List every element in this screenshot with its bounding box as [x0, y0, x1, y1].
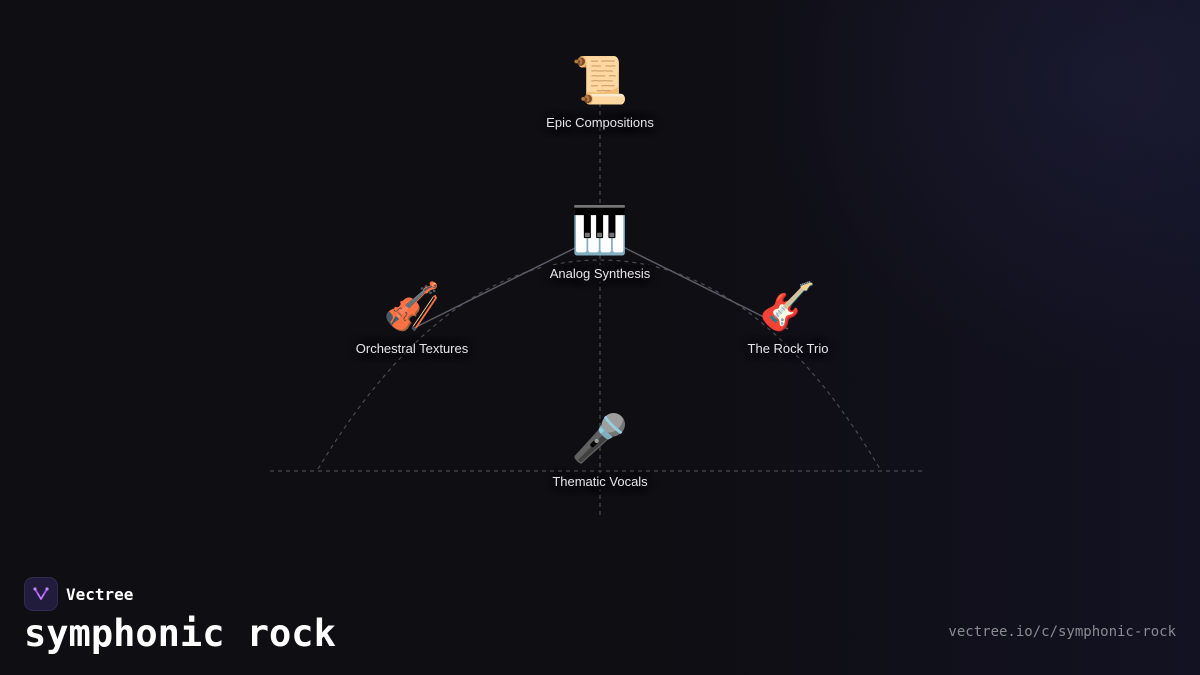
- vectree-logo-icon: [24, 577, 58, 611]
- page-title: symphonic rock: [24, 612, 336, 655]
- node-epic-compositions[interactable]: 📜 Epic Compositions: [500, 53, 700, 132]
- guitar-icon: 🎸: [759, 279, 817, 333]
- dashed-arc: [317, 259, 881, 470]
- scroll-icon: 📜: [571, 53, 629, 107]
- brand[interactable]: Vectree: [24, 577, 133, 611]
- piano-icon: 🎹: [571, 203, 629, 257]
- microphone-icon: 🎤: [571, 411, 629, 465]
- violin-icon: 🎻: [383, 279, 441, 333]
- page-url[interactable]: vectree.io/c/symphonic-rock: [948, 624, 1176, 640]
- node-label: Epic Compositions: [546, 115, 654, 130]
- node-orchestral-textures[interactable]: 🎻 Orchestral Textures: [312, 279, 512, 358]
- node-thematic-vocals[interactable]: 🎤 Thematic Vocals: [500, 411, 700, 491]
- connector-analog-orchestral: [411, 246, 578, 330]
- brand-name: Vectree: [66, 584, 134, 604]
- node-analog-synthesis[interactable]: 🎹 Analog Synthesis: [500, 203, 700, 283]
- node-label: Analog Synthesis: [543, 265, 657, 282]
- node-the-rock-trio[interactable]: 🎸 The Rock Trio: [688, 279, 888, 358]
- node-label: Orchestral Textures: [355, 341, 469, 356]
- connector-analog-rock: [622, 246, 789, 330]
- node-label: Thematic Vocals: [546, 473, 654, 490]
- node-label: The Rock Trio: [747, 341, 829, 356]
